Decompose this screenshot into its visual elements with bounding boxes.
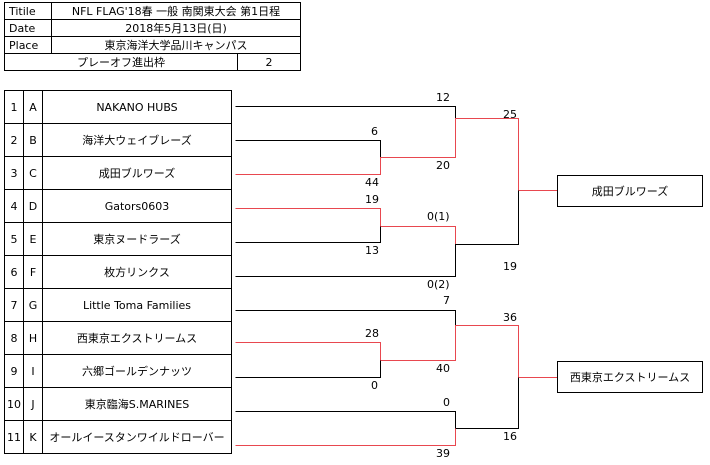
score-bottom-semi2: 16 xyxy=(503,430,517,443)
team-name: 枚方リンクス xyxy=(42,255,232,289)
info-table: Titile NFL FLAG'18春 一般 南関東大会 第1日程 Date 2… xyxy=(4,2,301,71)
score-h: 28 xyxy=(365,327,379,340)
line-e xyxy=(235,226,381,243)
team-name: 成田ブルワーズ xyxy=(42,156,232,190)
team-name: 東京臨海S.MARINES xyxy=(42,387,232,421)
playoff-label: プレーオフ進出枠 xyxy=(4,53,238,71)
team-name: Gators0603 xyxy=(42,189,232,223)
line-a xyxy=(235,106,456,118)
line-f xyxy=(235,244,456,277)
score-a: 12 xyxy=(436,91,450,104)
line-g xyxy=(235,310,456,325)
score-k: 39 xyxy=(436,447,450,460)
line-i xyxy=(235,360,381,378)
score-top-semi1: 25 xyxy=(503,108,517,121)
score-g: 7 xyxy=(443,294,450,307)
line-top-semi1 xyxy=(455,118,519,190)
line-bottom-semi2 xyxy=(455,377,519,429)
line-de-winner xyxy=(380,226,456,244)
team-name: 六郷ゴールデンナッツ xyxy=(42,354,232,388)
score-d: 19 xyxy=(365,193,379,206)
score-b: 6 xyxy=(371,125,378,138)
score-j: 0 xyxy=(443,396,450,409)
team-number: 10 xyxy=(4,387,24,421)
team-name: 西東京エクストリームス xyxy=(42,321,232,355)
score-e: 13 xyxy=(365,244,379,257)
winner-box-top: 成田ブルワーズ xyxy=(557,175,703,207)
line-d xyxy=(235,208,381,226)
line-k xyxy=(235,428,456,446)
score-c: 44 xyxy=(365,176,379,189)
line-bc-winner xyxy=(380,118,456,158)
team-name: オールイースタンワイルドローバー xyxy=(42,420,232,454)
score-top-semi2: 19 xyxy=(503,260,517,273)
line-c xyxy=(235,157,381,175)
line-top-semi2 xyxy=(455,190,519,245)
score-bc: 20 xyxy=(436,159,450,172)
score-bottom-semi1: 36 xyxy=(503,311,517,324)
winner-box-bottom: 西東京エクストリームス xyxy=(557,361,703,393)
line-bottom-semi1 xyxy=(455,325,519,377)
score-f: 0(2) xyxy=(427,278,450,291)
place-label: Place xyxy=(4,36,52,54)
score-de: 0(1) xyxy=(427,210,450,223)
score-i: 0 xyxy=(371,379,378,392)
playoff-value: 2 xyxy=(237,53,301,71)
team-name: 東京ヌードラーズ xyxy=(42,222,232,256)
team-name: NAKANO HUBS xyxy=(42,90,232,124)
score-hi: 40 xyxy=(436,362,450,375)
line-b xyxy=(235,140,381,157)
line-h xyxy=(235,342,381,360)
line-hi-winner xyxy=(380,325,456,361)
line-j xyxy=(235,411,456,428)
